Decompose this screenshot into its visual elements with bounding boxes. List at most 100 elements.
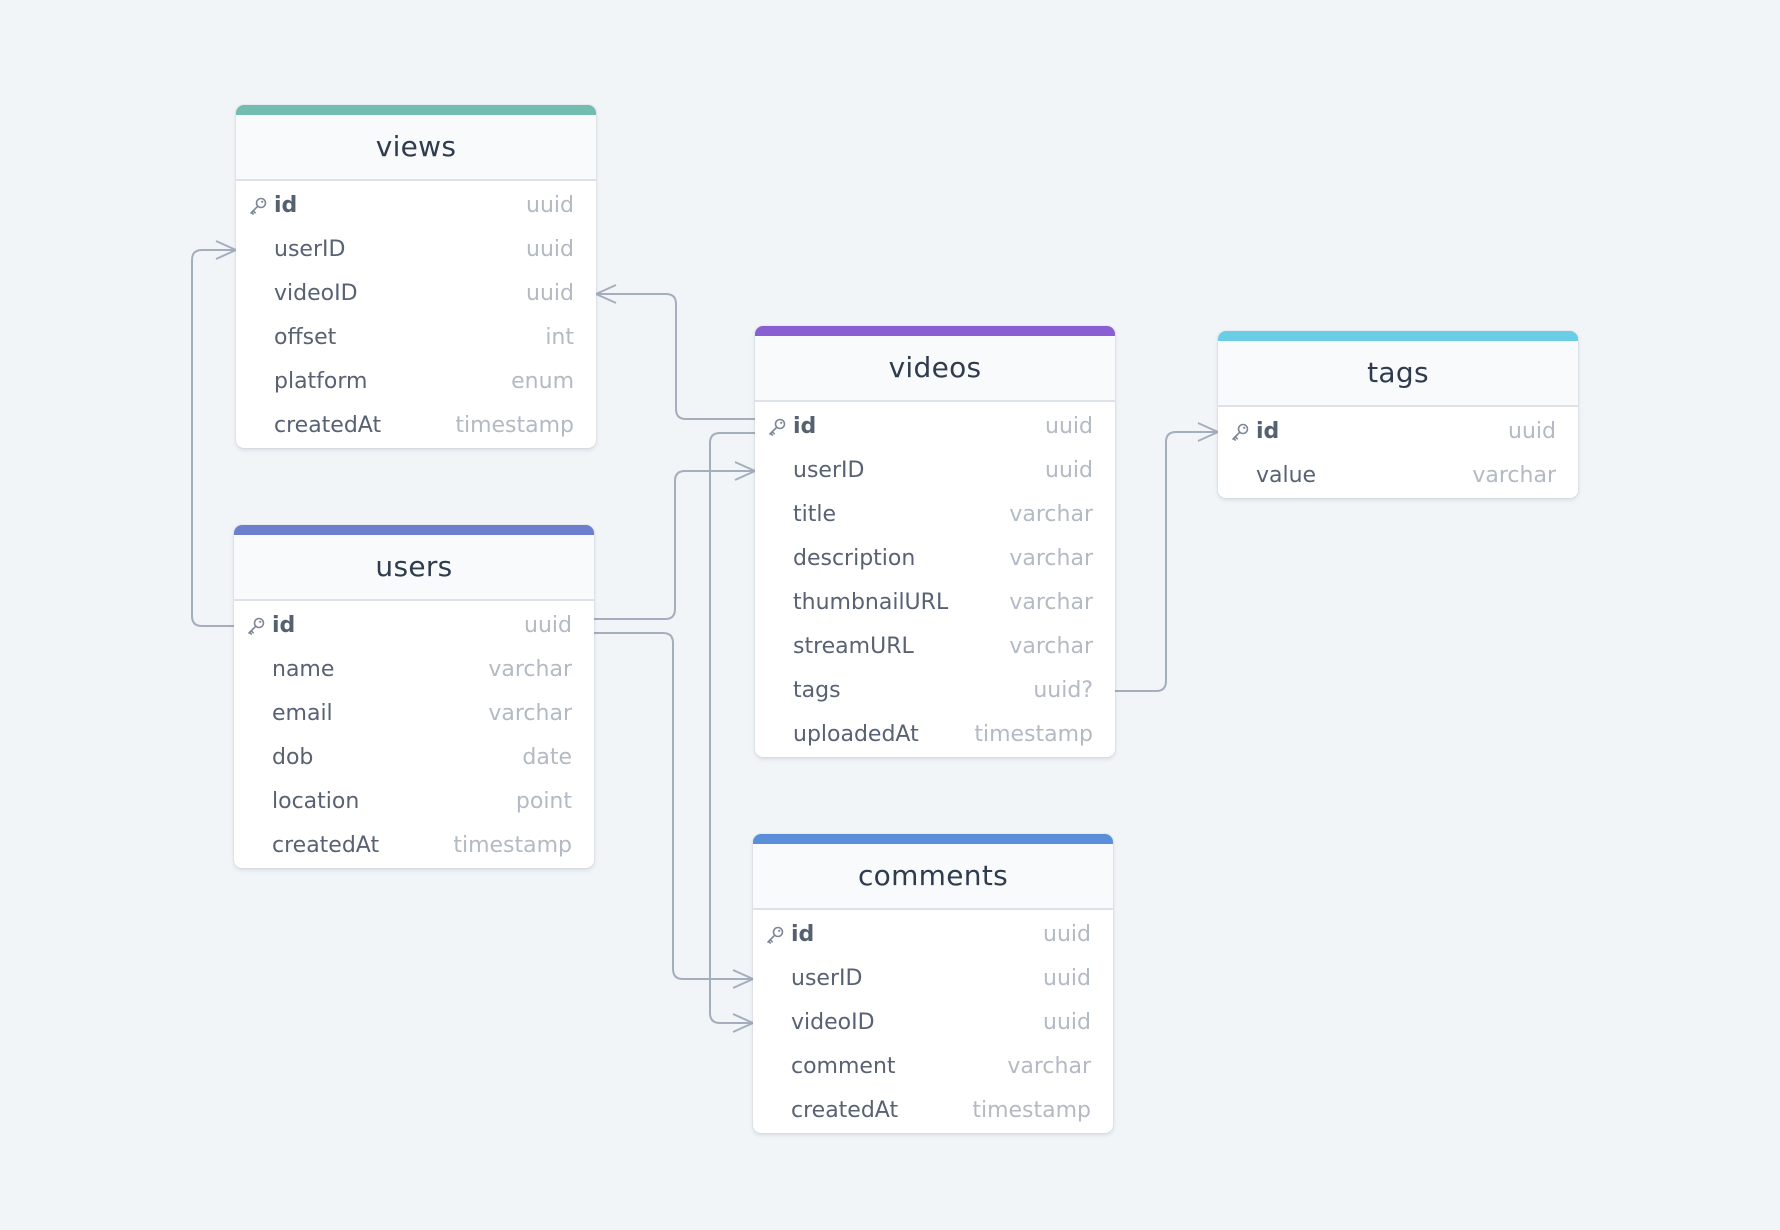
column-type: varchar <box>1009 546 1093 571</box>
column-type: uuid <box>1508 419 1556 444</box>
column-type: uuid? <box>1033 678 1093 703</box>
column-name: createdAt <box>272 833 380 858</box>
table-color-bar <box>1218 331 1578 341</box>
column-name: email <box>272 701 333 726</box>
column-name: title <box>793 502 837 527</box>
column-row-email[interactable]: email varchar <box>234 692 594 736</box>
table-title[interactable]: videos <box>755 336 1115 402</box>
column-row-userID[interactable]: userID uuid <box>753 957 1113 1001</box>
crows-foot-comments-userID[interactable] <box>732 969 754 989</box>
table-color-bar <box>755 326 1115 336</box>
column-row-id[interactable]: id uuid <box>236 184 596 228</box>
column-row-id[interactable]: id uuid <box>755 405 1115 449</box>
column-name: streamURL <box>793 634 914 659</box>
table-title[interactable]: users <box>234 535 594 601</box>
table-title[interactable]: views <box>236 115 596 181</box>
table-title[interactable]: comments <box>753 844 1113 910</box>
column-type: varchar <box>488 701 572 726</box>
column-name: id <box>791 922 815 947</box>
crows-foot-views-userID[interactable] <box>215 240 237 260</box>
crows-foot-views-videoID[interactable] <box>595 284 617 304</box>
primary-key-icon <box>1232 423 1249 441</box>
column-row-id[interactable]: id uuid <box>1218 410 1578 454</box>
table-color-bar <box>234 525 594 535</box>
column-row-name[interactable]: name varchar <box>234 648 594 692</box>
column-type: date <box>522 745 572 770</box>
relation-videos-comments[interactable] <box>709 432 755 1024</box>
column-row-description[interactable]: description varchar <box>755 537 1115 581</box>
column-type: uuid <box>1043 966 1091 991</box>
primary-key-icon <box>248 617 265 635</box>
relation-views-users[interactable] <box>191 249 236 627</box>
column-type: varchar <box>488 657 572 682</box>
column-type: uuid <box>526 193 574 218</box>
table-title[interactable]: tags <box>1218 341 1578 407</box>
column-name: videoID <box>791 1010 875 1035</box>
column-name: userID <box>274 237 346 262</box>
column-row-tags[interactable]: tags uuid? <box>755 669 1115 713</box>
column-name: id <box>1256 419 1280 444</box>
crows-foot-videos-userID[interactable] <box>734 461 756 481</box>
column-name: id <box>793 414 817 439</box>
column-name: userID <box>793 458 865 483</box>
column-row-thumbnailURL[interactable]: thumbnailURL varchar <box>755 581 1115 625</box>
column-type: timestamp <box>974 722 1093 747</box>
column-type: timestamp <box>972 1098 1091 1123</box>
crows-foot-tags-id[interactable] <box>1197 422 1219 442</box>
column-type: enum <box>511 369 574 394</box>
column-type: int <box>545 325 574 350</box>
column-name: thumbnailURL <box>793 590 949 615</box>
column-row-dob[interactable]: dob date <box>234 736 594 780</box>
column-row-userID[interactable]: userID uuid <box>755 449 1115 493</box>
column-type: varchar <box>1472 463 1556 488</box>
column-name: location <box>272 789 360 814</box>
relation-views-videos[interactable] <box>596 293 755 420</box>
column-type: uuid <box>1045 414 1093 439</box>
column-name: userID <box>791 966 863 991</box>
column-name: createdAt <box>274 413 382 438</box>
table-color-bar <box>753 834 1113 844</box>
column-type: varchar <box>1007 1054 1091 1079</box>
column-name: description <box>793 546 916 571</box>
column-type: varchar <box>1009 590 1093 615</box>
relation-users-comments[interactable] <box>594 632 753 980</box>
primary-key-icon <box>769 418 786 436</box>
column-type: timestamp <box>453 833 572 858</box>
column-row-uploadedAt[interactable]: uploadedAt timestamp <box>755 713 1115 757</box>
relation-videos-tags[interactable] <box>1115 431 1218 692</box>
column-name: name <box>272 657 335 682</box>
column-row-createdAt[interactable]: createdAt timestamp <box>234 824 594 868</box>
crows-foot-comments-videoID[interactable] <box>732 1013 754 1033</box>
relation-users-videos[interactable] <box>594 470 755 620</box>
column-type: uuid <box>1045 458 1093 483</box>
column-name: tags <box>793 678 841 703</box>
column-type: varchar <box>1009 634 1093 659</box>
column-name: createdAt <box>791 1098 899 1123</box>
column-row-streamURL[interactable]: streamURL varchar <box>755 625 1115 669</box>
column-name: uploadedAt <box>793 722 919 747</box>
column-name: dob <box>272 745 314 770</box>
column-row-createdAt[interactable]: createdAt timestamp <box>753 1089 1113 1133</box>
table-color-bar <box>236 105 596 115</box>
column-name: id <box>274 193 298 218</box>
